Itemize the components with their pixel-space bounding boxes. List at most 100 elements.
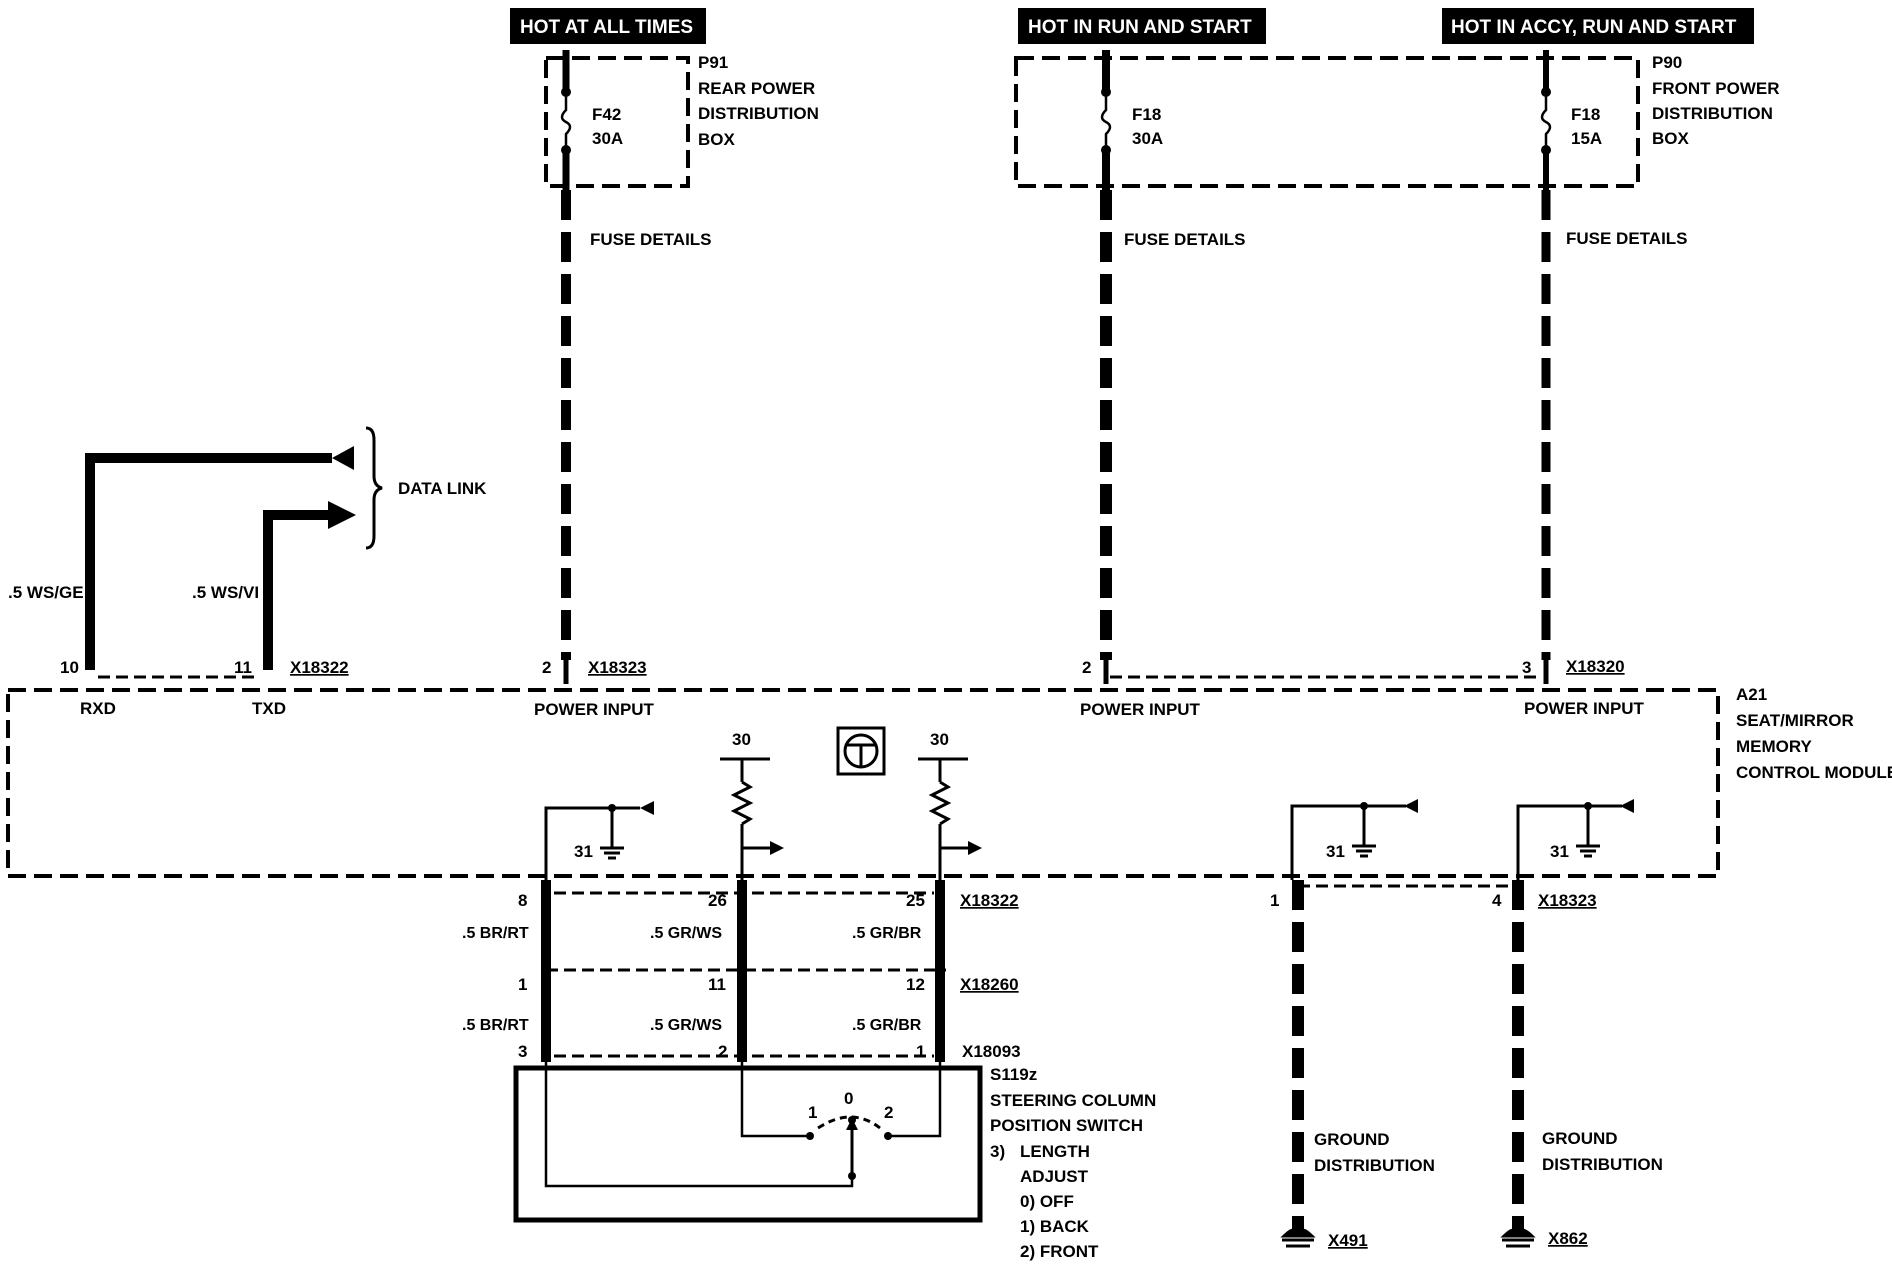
diagram-label: 1 [518, 975, 527, 994]
diagram-label: X18322 [290, 658, 349, 677]
diagram-label: FUSE DETAILS [1124, 230, 1246, 249]
diagram-label: FUSE DETAILS [590, 230, 712, 249]
data-link-txd-wire [263, 510, 330, 670]
module-steering-icon [836, 726, 886, 776]
diagram-label: RXD [80, 699, 116, 718]
diagram-label: 11 [234, 658, 252, 677]
diagram-label: 1 [916, 1042, 925, 1061]
diagram-label: DISTRIBUTION [1314, 1156, 1435, 1175]
diagram-label: REAR POWER [698, 79, 815, 98]
rear-power-distribution-box [544, 56, 690, 188]
diagram-label: X18323 [588, 658, 647, 677]
diagram-label: 12 [906, 975, 925, 994]
hot-in-run-start-label: HOT IN RUN AND START [1028, 17, 1252, 38]
pullup-resistor-1-icon [730, 780, 754, 826]
diagram-label: TXD [252, 699, 286, 718]
diagram-label: POWER INPUT [1524, 699, 1645, 718]
diagram-label: .5 WS/VI [192, 583, 259, 602]
diagram-label: 1) BACK [1020, 1217, 1090, 1236]
diagram-label: A21 [1736, 685, 1767, 704]
diagram-label: 30A [1132, 129, 1163, 148]
fuse-f18-30a-icon [1100, 96, 1112, 146]
diagram-label: 1 [1270, 891, 1279, 910]
diagram-label: X18323 [1538, 891, 1597, 910]
diagram-label: F18 [1132, 105, 1161, 124]
diagram-label: DISTRIBUTION [1542, 1155, 1663, 1174]
diagram-label: 2 [884, 1103, 893, 1122]
diagram-label: .5 GR/WS [650, 925, 722, 942]
diagram-label: 10 [60, 658, 79, 677]
diagram-label: CONTROL MODULE [1736, 763, 1892, 782]
hot-at-all-times-box [510, 8, 706, 44]
diagram-label: .5 GR/BR [852, 925, 922, 942]
diagram-label: 26 [708, 891, 727, 910]
diagram-label: 0) OFF [1020, 1192, 1074, 1211]
diagram-label: 8 [518, 891, 527, 910]
data-link-out-arrow [328, 501, 356, 529]
diagram-label: 15A [1571, 129, 1602, 148]
diagram-label: 0 [844, 1089, 853, 1108]
diagram-label: 30A [592, 129, 623, 148]
diagram-label: ADJUST [1020, 1167, 1089, 1186]
diagram-label: DISTRIBUTION [1652, 104, 1773, 123]
diagram-label: X862 [1548, 1229, 1588, 1248]
diagram-label: 30 [930, 730, 949, 749]
diagram-label: 3 [1522, 658, 1531, 677]
data-link-brace [365, 426, 383, 550]
diagram-label: 31 [574, 842, 593, 861]
diagram-label: 2 [718, 1042, 727, 1061]
fuse-f18-15a-icon [1540, 96, 1552, 146]
diagram-label: 1 [808, 1103, 817, 1122]
diagram-label: GROUND [1314, 1130, 1390, 1149]
diagram-label: 3 [518, 1042, 527, 1061]
diagram-label: 3) [990, 1142, 1005, 1161]
diagram-label: 2) FRONT [1020, 1242, 1099, 1261]
diagram-label: FRONT POWER [1652, 79, 1780, 98]
diagram-label: 2 [542, 658, 551, 677]
data-link-rxd-wire [85, 453, 332, 670]
diagram-label: 2 [1082, 658, 1091, 677]
diagram-label: POWER INPUT [1080, 700, 1201, 719]
diagram-label: POWER INPUT [534, 700, 655, 719]
ground-x491-icon [1280, 1227, 1316, 1248]
diagram-label: .5 BR/RT [462, 925, 529, 942]
diagram-label: SEAT/MIRROR [1736, 711, 1854, 730]
diagram-label: 4 [1492, 891, 1502, 910]
diagram-label: LENGTH [1020, 1142, 1090, 1161]
diagram-label: BOX [698, 130, 736, 149]
diagram-label: X491 [1328, 1231, 1368, 1250]
diagram-label: 30 [732, 730, 751, 749]
diagram-label: DISTRIBUTION [698, 104, 819, 123]
diagram-label: F42 [592, 105, 621, 124]
pullup-resistor-2-icon [928, 780, 952, 826]
diagram-label: S119z [990, 1065, 1037, 1084]
ground-x862-icon [1500, 1227, 1536, 1248]
memory-control-module-box [6, 688, 1720, 878]
diagram-label: MEMORY [1736, 737, 1813, 756]
diagram-label: P91 [698, 53, 728, 72]
diagram-label: GROUND [1542, 1129, 1618, 1148]
diagram-label: .5 BR/RT [462, 1017, 529, 1034]
diagram-label: X18260 [960, 975, 1019, 994]
fuse-f42-icon [560, 96, 572, 146]
hot-at-all-times-label: HOT AT ALL TIMES [520, 17, 693, 38]
diagram-label: .5 GR/BR [852, 1017, 922, 1034]
diagram-label: .5 GR/WS [650, 1017, 722, 1034]
diagram-label: X18093 [962, 1042, 1021, 1061]
diagram-label: STEERING COLUMN [990, 1091, 1156, 1110]
diagram-label: POSITION SWITCH [990, 1116, 1143, 1135]
hot-in-run-start-box [1018, 8, 1266, 44]
diagram-label: .5 WS/GE [8, 583, 84, 602]
ground-31-icon-1 [600, 846, 624, 860]
diagram-label: 31 [1550, 842, 1569, 861]
diagram-label: 11 [708, 975, 726, 994]
diagram-label: DATA LINK [398, 479, 487, 498]
front-power-distribution-box [1014, 56, 1640, 188]
hot-in-accy-run-start-label: HOT IN ACCY, RUN AND START [1451, 17, 1737, 38]
diagram-label: BOX [1652, 129, 1690, 148]
data-link-in-arrow [332, 446, 354, 470]
hot-in-accy-run-start-box [1442, 8, 1754, 44]
diagram-label: X18320 [1566, 657, 1625, 676]
diagram-label: 31 [1326, 842, 1345, 861]
diagram-label: F18 [1571, 105, 1600, 124]
